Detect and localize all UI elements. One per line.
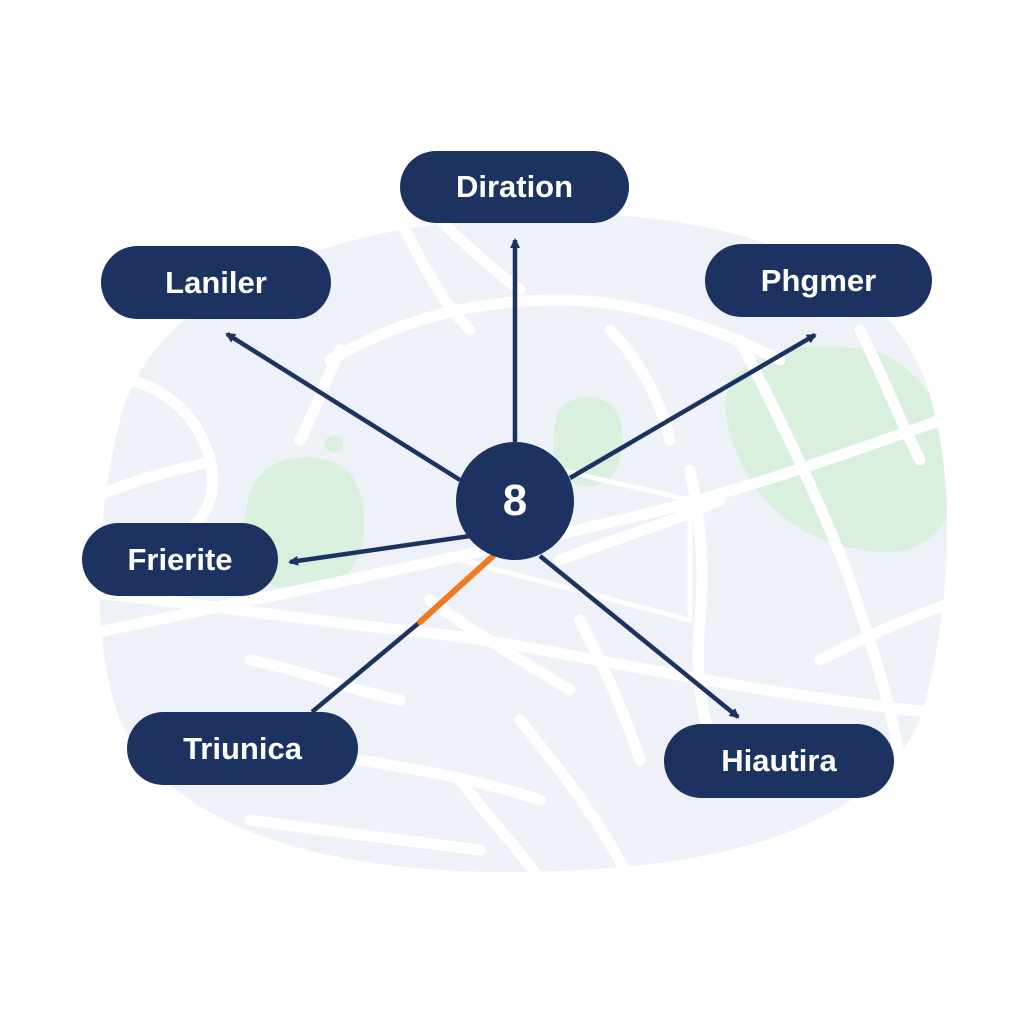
destination-label: Triunica	[183, 730, 302, 766]
destination-pill-bottom-right[interactable]: Hiautira	[664, 724, 894, 798]
road-minor	[457, 467, 693, 623]
destination-pill-bottom-left[interactable]: Triunica	[127, 712, 358, 785]
connector-to-top-left	[225, 332, 462, 482]
connector-to-left	[288, 533, 471, 566]
park-area-small	[325, 435, 343, 453]
destination-label: Hiautira	[721, 743, 837, 778]
destination-pill-top-right[interactable]: Phgmer	[705, 244, 932, 317]
route-highlight-segment	[417, 553, 496, 625]
hub-node[interactable]: 8	[456, 442, 574, 560]
park-area-east	[725, 346, 948, 553]
connector-to-bottom-right	[538, 554, 740, 719]
connector-to-bottom-left	[310, 620, 422, 714]
destination-pill-top[interactable]: Diration	[400, 151, 629, 223]
destination-label: Frierite	[127, 541, 233, 577]
destination-label: Phgmer	[760, 262, 877, 298]
road-network	[99, 213, 948, 873]
destination-label: Diration	[455, 169, 574, 204]
destination-pill-top-left[interactable]: Laniler	[101, 246, 331, 319]
connector-to-top-right	[568, 333, 817, 480]
destination-pill-left[interactable]: Frierite	[82, 523, 278, 596]
hub-count: 8	[502, 476, 528, 525]
route-connectors	[225, 238, 817, 719]
destination-label: Laniler	[165, 264, 267, 300]
park-area-center	[553, 396, 623, 487]
